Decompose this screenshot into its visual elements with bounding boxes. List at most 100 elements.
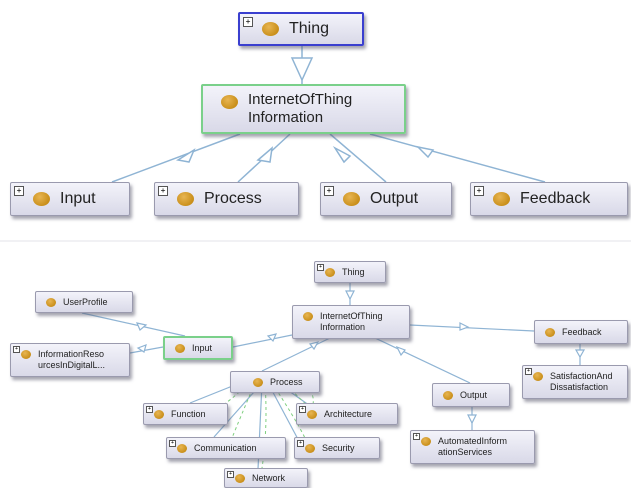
edge-arrowhead bbox=[332, 145, 352, 164]
expand-plus-icon[interactable]: + bbox=[227, 471, 234, 478]
node-label: AutomatedInform ationServices bbox=[438, 436, 508, 457]
expand-plus-icon[interactable]: + bbox=[324, 186, 334, 196]
node-security[interactable]: + Security bbox=[294, 437, 380, 459]
edge-arrowhead bbox=[136, 344, 147, 353]
edge-output-iot bbox=[374, 337, 471, 384]
class-circle-icon bbox=[175, 343, 185, 353]
node-label: Function bbox=[171, 408, 206, 419]
node-communication[interactable]: + Communication bbox=[166, 437, 286, 459]
edge-arrowhead bbox=[175, 148, 196, 163]
edge-arrowhead bbox=[266, 333, 278, 343]
class-circle-icon bbox=[33, 192, 50, 206]
edge-arrowhead bbox=[308, 341, 320, 351]
node-label: Thing bbox=[289, 20, 330, 38]
edge-input-iot bbox=[111, 133, 241, 183]
edge-feedback-iot bbox=[409, 324, 535, 332]
node-label: Process bbox=[270, 376, 303, 387]
class-circle-icon bbox=[533, 372, 543, 381]
expand-plus-icon[interactable]: + bbox=[14, 186, 24, 196]
node-feedback-small[interactable]: Feedback bbox=[534, 320, 628, 344]
expand-plus-icon[interactable]: + bbox=[169, 440, 176, 447]
node-thing-small[interactable]: + Thing bbox=[314, 261, 386, 283]
edge-feedback-iot bbox=[369, 133, 546, 183]
node-output[interactable]: + Output bbox=[320, 182, 452, 216]
class-circle-icon bbox=[307, 409, 317, 419]
node-label: InternetOfThing Information bbox=[248, 91, 353, 126]
class-circle-icon bbox=[235, 473, 245, 483]
node-label: InformationReso urcesInDigitalL... bbox=[38, 349, 106, 370]
top-edges bbox=[111, 44, 546, 183]
node-label: InternetOfThing Information bbox=[320, 311, 383, 332]
node-label: Feedback bbox=[562, 326, 602, 337]
node-process-small[interactable]: Process bbox=[230, 371, 320, 393]
node-input-small[interactable]: Input bbox=[163, 336, 233, 360]
class-circle-icon bbox=[177, 443, 187, 453]
node-userprofile[interactable]: UserProfile bbox=[35, 291, 133, 313]
edge-security-process bbox=[267, 382, 301, 444]
edge-arrowhead bbox=[459, 322, 470, 331]
node-network[interactable]: + Network bbox=[224, 468, 308, 488]
node-architecture[interactable]: + Architecture bbox=[296, 403, 398, 425]
node-process[interactable]: + Process bbox=[154, 182, 299, 216]
node-label: SatisfactionAnd Dissatisfaction bbox=[550, 371, 613, 392]
node-label: Network bbox=[252, 472, 286, 483]
expand-plus-icon[interactable]: + bbox=[13, 346, 20, 353]
edge-dashed-process-architecture-2 bbox=[281, 380, 313, 412]
node-internetofthing-information-small[interactable]: InternetOfThing Information bbox=[292, 305, 410, 339]
ontology-graph-top: + Thing InternetOfThing Information + In… bbox=[0, 0, 631, 240]
edge-arrowhead bbox=[574, 349, 586, 359]
node-internetofthing-information[interactable]: InternetOfThing Information bbox=[201, 84, 406, 134]
node-label: Output bbox=[370, 190, 419, 208]
expand-plus-icon[interactable]: + bbox=[146, 406, 153, 413]
edge-process-iot bbox=[261, 337, 331, 372]
class-circle-icon bbox=[305, 443, 315, 453]
expand-plus-icon[interactable]: + bbox=[413, 433, 420, 440]
expand-plus-icon[interactable]: + bbox=[299, 406, 306, 413]
class-circle-icon bbox=[21, 350, 31, 359]
expand-plus-icon[interactable]: + bbox=[317, 264, 324, 271]
class-circle-icon bbox=[253, 377, 263, 387]
node-feedback[interactable]: + Feedback bbox=[470, 182, 628, 216]
node-automatedinformationservices[interactable]: + AutomatedInform ationServices bbox=[410, 430, 535, 464]
edge-arrowhead bbox=[135, 322, 148, 331]
node-thing[interactable]: + Thing bbox=[238, 12, 364, 46]
class-circle-icon bbox=[177, 192, 194, 206]
node-informationresources[interactable]: + InformationReso urcesInDigitalL... bbox=[10, 343, 130, 377]
class-circle-icon bbox=[303, 312, 313, 321]
edge-arrowhead bbox=[395, 345, 406, 357]
class-circle-icon bbox=[343, 192, 360, 206]
node-function[interactable]: + Function bbox=[143, 403, 228, 425]
node-input[interactable]: + Input bbox=[10, 182, 130, 216]
class-circle-icon bbox=[221, 95, 238, 109]
class-circle-icon bbox=[325, 267, 335, 277]
expand-plus-icon[interactable]: + bbox=[525, 368, 532, 375]
node-label: UserProfile bbox=[63, 296, 108, 307]
expand-plus-icon[interactable]: + bbox=[474, 186, 484, 196]
expand-plus-icon[interactable]: + bbox=[297, 440, 304, 447]
edge-input-iot bbox=[232, 334, 293, 348]
node-label: Input bbox=[192, 342, 213, 353]
node-label: Security bbox=[322, 442, 355, 453]
edge-output-iot bbox=[329, 133, 387, 183]
node-label: Thing bbox=[342, 266, 365, 277]
edge-userprofile-input bbox=[81, 312, 186, 337]
node-label: Input bbox=[60, 190, 96, 208]
edge-dashed-process-communication bbox=[231, 382, 256, 439]
node-label: Communication bbox=[194, 442, 257, 453]
expand-plus-icon[interactable]: + bbox=[243, 17, 253, 27]
ontology-graph-bottom: + Thing InternetOfThing Information User… bbox=[0, 243, 631, 488]
expand-plus-icon[interactable]: + bbox=[158, 186, 168, 196]
edge-arrowhead bbox=[467, 414, 477, 425]
node-satisfaction[interactable]: + SatisfactionAnd Dissatisfaction bbox=[522, 365, 628, 399]
panel-divider bbox=[0, 240, 631, 242]
node-label: Output bbox=[460, 389, 488, 400]
class-circle-icon bbox=[493, 192, 510, 206]
edge-arrowhead bbox=[415, 145, 435, 159]
node-label: Feedback bbox=[520, 190, 591, 208]
node-label: Architecture bbox=[324, 408, 373, 419]
class-circle-icon bbox=[545, 327, 555, 337]
node-label: Process bbox=[204, 190, 262, 208]
node-output-small[interactable]: Output bbox=[432, 383, 510, 407]
class-circle-icon bbox=[46, 297, 56, 307]
class-circle-icon bbox=[262, 22, 279, 36]
